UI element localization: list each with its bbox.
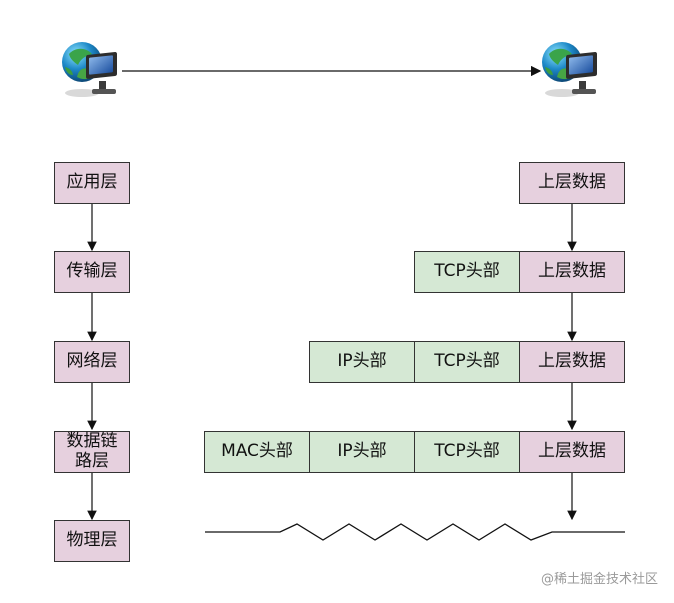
upper-data-label-row2: 上层数据	[538, 261, 606, 282]
application-layer-label: 应用层	[66, 172, 118, 193]
upper-data-box-row3: 上层数据	[519, 341, 625, 383]
network-layer-box: 网络层	[54, 341, 130, 383]
ip-header-label-row4: IP头部	[337, 441, 387, 462]
upper-data-box-row4: 上层数据	[519, 431, 625, 473]
computer-globe-icon-right	[538, 38, 606, 102]
upper-data-label-row1: 上层数据	[538, 172, 606, 193]
ip-header-label-row3: IP头部	[337, 351, 387, 372]
network-layer-label: 网络层	[66, 351, 118, 372]
upper-data-label-row4: 上层数据	[538, 441, 606, 462]
tcp-header-label-row4: TCP头部	[434, 441, 500, 462]
transport-layer-label: 传输层	[66, 261, 118, 282]
transport-layer-box: 传输层	[54, 251, 130, 293]
tcp-header-box-row3: TCP头部	[414, 341, 520, 383]
tcp-header-box-row2: TCP头部	[414, 251, 520, 293]
physical-layer-box: 物理层	[54, 520, 130, 562]
upper-data-label-row3: 上层数据	[538, 351, 606, 372]
upper-data-box-row1: 上层数据	[519, 162, 625, 204]
tcp-header-box-row4: TCP头部	[414, 431, 520, 473]
tcp-header-label-row2: TCP头部	[434, 261, 500, 282]
physical-signal-wave	[205, 523, 625, 541]
mac-header-box-row4: MAC头部	[204, 431, 310, 473]
datalink-layer-box: 数据链 路层	[54, 431, 130, 473]
physical-layer-label: 物理层	[66, 530, 118, 551]
datalink-layer-label-line2: 路层	[75, 451, 109, 471]
ip-header-box-row4: IP头部	[309, 431, 415, 473]
computer-globe-icon-left	[58, 38, 126, 102]
application-layer-box: 应用层	[54, 162, 130, 204]
ip-header-box-row3: IP头部	[309, 341, 415, 383]
datalink-layer-label-line1: 数据链	[66, 431, 118, 452]
tcp-header-label-row3: TCP头部	[434, 351, 500, 372]
watermark: @稀土掘金技术社区	[540, 572, 658, 587]
mac-header-label-row4: MAC头部	[221, 441, 293, 462]
upper-data-box-row2: 上层数据	[519, 251, 625, 293]
